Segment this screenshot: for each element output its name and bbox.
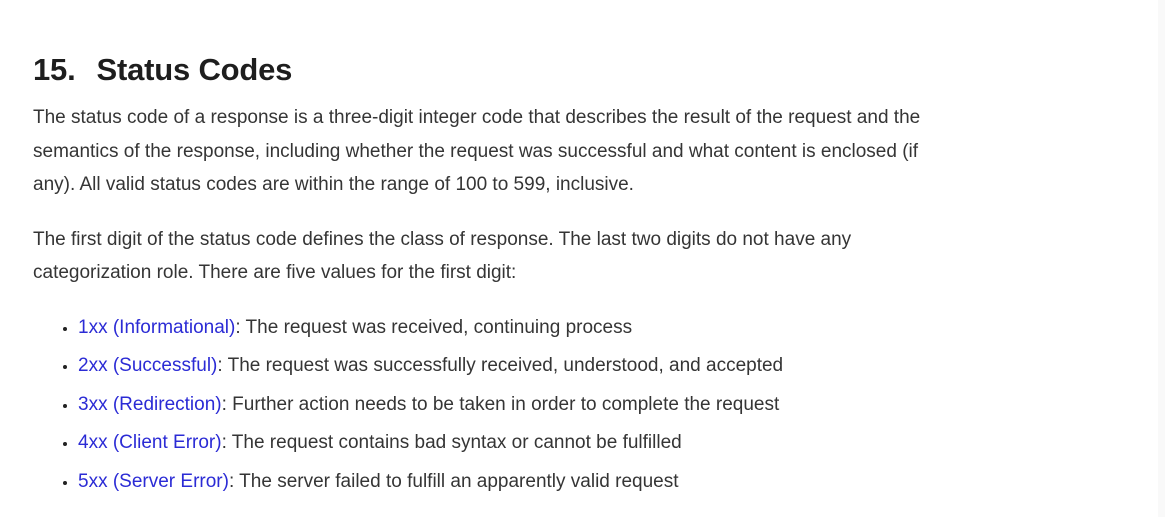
list-item-2xx: 2xx (Successful): The request was succes…: [78, 349, 1125, 383]
paragraph-status-code-intro: The status code of a response is a three…: [33, 101, 1125, 202]
list-item-3xx: 3xx (Redirection): Further action needs …: [78, 388, 1125, 422]
paragraph-line: categorization role. There are five valu…: [33, 262, 517, 284]
list-item-text: : The request contains bad syntax or can…: [221, 432, 682, 454]
paragraph-line: The status code of a response is a three…: [33, 107, 921, 129]
paragraph-line: semantics of the response, including whe…: [33, 140, 919, 162]
link-5xx-server-error[interactable]: 5xx (Server Error): [78, 470, 229, 492]
section-heading: 15. Status Codes: [33, 51, 1125, 88]
status-class-list: 1xx (Informational): The request was rec…: [33, 311, 1125, 499]
link-1xx-informational[interactable]: 1xx (Informational): [78, 316, 236, 338]
section-content: 15. Status Codes The status code of a res…: [0, 0, 1165, 498]
list-item-text: : The request was successfully received,…: [217, 355, 784, 377]
section-title: Status Codes: [96, 52, 293, 87]
link-2xx-successful[interactable]: 2xx (Successful): [78, 355, 218, 377]
section-number: 15.: [33, 52, 76, 87]
link-4xx-client-error[interactable]: 4xx (Client Error): [78, 432, 222, 454]
list-item-text: : The server failed to fulfill an appare…: [228, 470, 679, 492]
list-item-text: : Further action needs to be taken in or…: [221, 393, 780, 415]
list-item-text: : The request was received, continuing p…: [235, 316, 633, 338]
paragraph-line: The first digit of the status code defin…: [33, 228, 852, 250]
link-3xx-redirection[interactable]: 3xx (Redirection): [78, 393, 222, 415]
list-item-1xx: 1xx (Informational): The request was rec…: [78, 311, 1125, 345]
list-item-4xx: 4xx (Client Error): The request contains…: [78, 426, 1125, 460]
paragraph-line: any). All valid status codes are within …: [33, 174, 634, 196]
scrollbar-track[interactable]: [1158, 0, 1165, 517]
list-item-5xx: 5xx (Server Error): The server failed to…: [78, 465, 1125, 499]
paragraph-first-digit: The first digit of the status code defin…: [33, 223, 1125, 290]
